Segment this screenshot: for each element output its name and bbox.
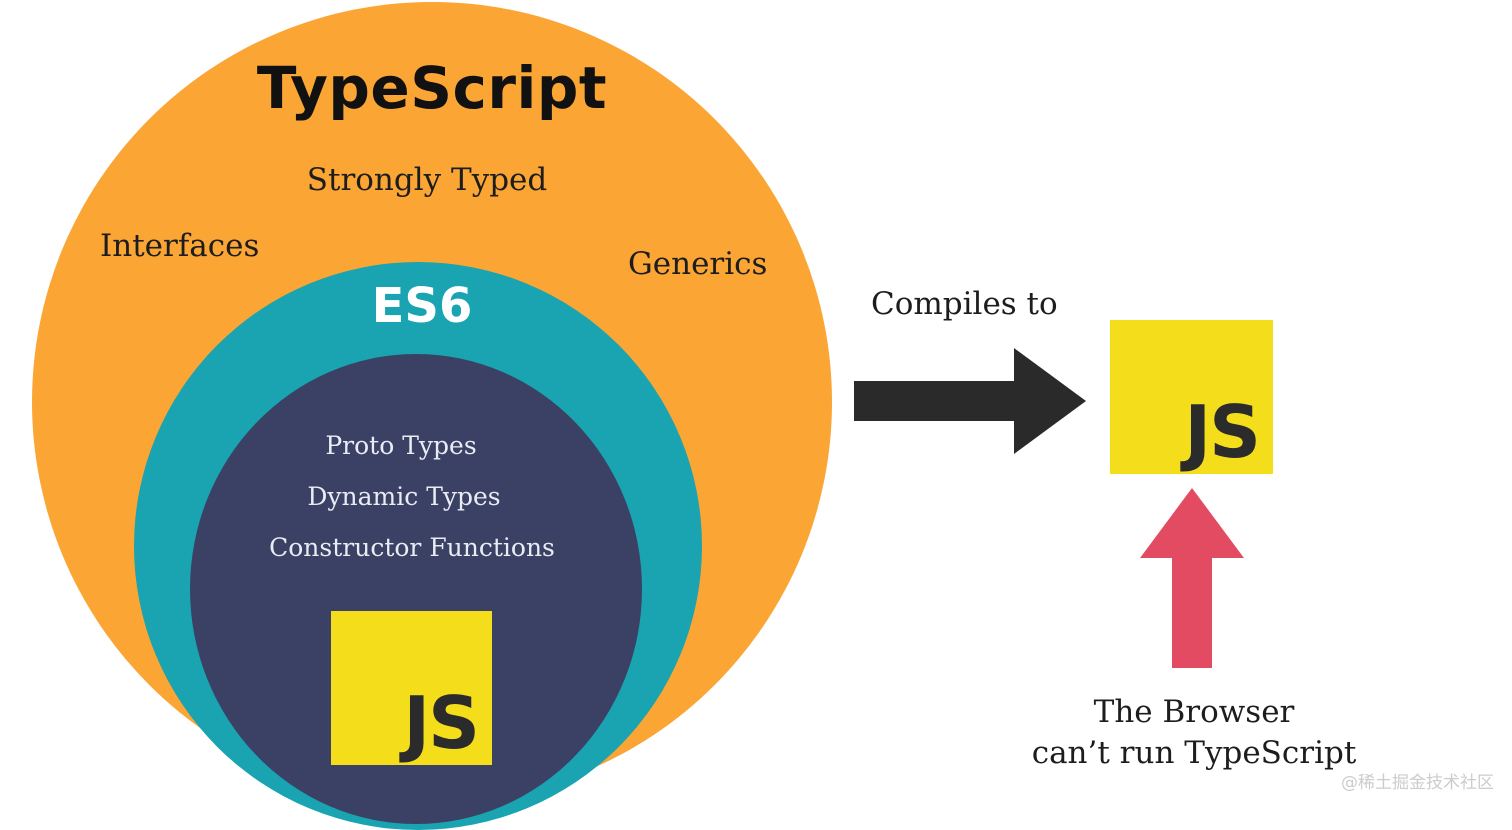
browser-arrow-icon xyxy=(1140,488,1244,668)
feature-interfaces: Interfaces xyxy=(100,228,260,264)
js-feature-proto-types: Proto Types xyxy=(325,431,477,460)
feature-generics: Generics xyxy=(628,246,768,282)
browser-label-line2: can’t run TypeScript xyxy=(1031,735,1357,771)
browser-label-line1: The Browser xyxy=(1093,694,1295,730)
typescript-title: TypeScript xyxy=(256,54,608,122)
js-feature-dynamic-types: Dynamic Types xyxy=(307,482,501,511)
es6-title: ES6 xyxy=(371,278,473,334)
feature-strongly-typed: Strongly Typed xyxy=(306,162,548,198)
js-logo-inner: JS xyxy=(331,611,492,765)
js-feature-constructor-functions: Constructor Functions xyxy=(269,533,555,562)
js-logo-output-text: JS xyxy=(1184,390,1261,474)
compile-arrow-icon xyxy=(854,348,1086,454)
js-logo-inner-text: JS xyxy=(403,681,480,765)
compiles-to-label: Compiles to xyxy=(871,286,1058,322)
watermark-text: @稀土掘金技术社区 xyxy=(1341,773,1494,793)
js-logo-output: JS xyxy=(1110,320,1273,474)
